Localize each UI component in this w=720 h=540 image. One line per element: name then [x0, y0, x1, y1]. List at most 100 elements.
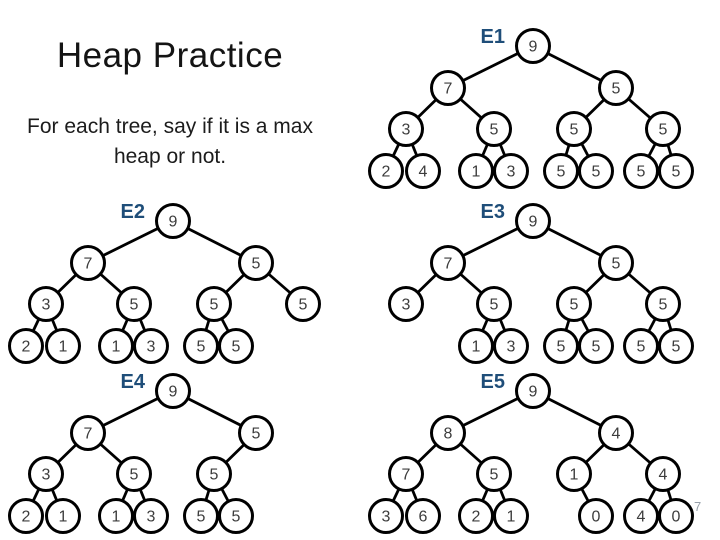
tree-node — [493, 328, 529, 364]
tree-node — [28, 456, 64, 492]
tree-e3-label: E3 — [480, 201, 505, 223]
tree-node — [388, 111, 424, 147]
tree-node-value: 4 — [637, 509, 646, 526]
tree-node-value: 1 — [507, 509, 516, 526]
tree-node-value: 5 — [672, 164, 681, 181]
tree-node — [218, 328, 254, 364]
tree-node — [493, 498, 529, 534]
tree-node — [388, 286, 424, 322]
tree-node-value: 5 — [130, 467, 139, 484]
tree-node — [515, 28, 551, 64]
tree-node-value: 3 — [42, 297, 51, 314]
tree-node-value: 3 — [382, 509, 391, 526]
tree-node — [623, 153, 659, 189]
tree-node-value: 5 — [210, 467, 219, 484]
tree-node — [70, 415, 106, 451]
tree-node-value: 5 — [612, 256, 621, 273]
tree-node — [430, 245, 466, 281]
slide-title: Heap Practice — [56, 36, 284, 75]
tree-node-value: 1 — [59, 509, 68, 526]
tree-node-value: 9 — [169, 214, 178, 231]
tree-node — [133, 498, 169, 534]
tree-node — [8, 498, 44, 534]
tree-node — [45, 498, 81, 534]
tree-node-value: 3 — [147, 509, 156, 526]
tree-node — [598, 70, 634, 106]
tree-node-value: 5 — [557, 164, 566, 181]
tree-node — [368, 153, 404, 189]
tree-node — [543, 153, 579, 189]
tree-node-value: 1 — [570, 467, 579, 484]
tree-node — [556, 286, 592, 322]
tree-node — [645, 456, 681, 492]
tree-node-value: 1 — [112, 509, 121, 526]
tree-node-value: 3 — [402, 297, 411, 314]
tree-node-value: 2 — [22, 339, 31, 356]
tree-node — [578, 328, 614, 364]
tree-node-value: 0 — [672, 509, 681, 526]
tree-node-value: 7 — [84, 426, 93, 443]
tree-node-value: 5 — [637, 164, 646, 181]
tree-node — [645, 286, 681, 322]
tree-node-value: 2 — [382, 164, 391, 181]
tree-node-value: 5 — [490, 467, 499, 484]
tree-node — [476, 111, 512, 147]
tree-node-value: 5 — [197, 339, 206, 356]
tree-node — [623, 498, 659, 534]
tree-node — [218, 498, 254, 534]
tree-node — [578, 498, 614, 534]
tree-node-value: 5 — [210, 297, 219, 314]
tree-node-value: 1 — [59, 339, 68, 356]
tree-node — [98, 328, 134, 364]
tree-e1-label: E1 — [480, 26, 505, 48]
tree-node — [368, 498, 404, 534]
tree-node — [70, 245, 106, 281]
tree-node-value: 5 — [592, 164, 601, 181]
tree-node — [658, 498, 694, 534]
tree-node — [430, 415, 466, 451]
tree-node-value: 5 — [570, 297, 579, 314]
tree-node — [515, 203, 551, 239]
tree-node-value: 5 — [659, 122, 668, 139]
slide-subtitle: For each tree, say if it is a max heap o… — [27, 115, 313, 169]
tree-node-value: 5 — [299, 297, 308, 314]
tree-node-value: 8 — [444, 426, 453, 443]
tree-node — [388, 456, 424, 492]
tree-node — [658, 153, 694, 189]
tree-node — [658, 328, 694, 364]
tree-node — [430, 70, 466, 106]
tree-node-value: 1 — [112, 339, 121, 356]
tree-node-value: 4 — [419, 164, 428, 181]
tree-node-value: 9 — [529, 214, 538, 231]
tree-node — [196, 286, 232, 322]
tree-node-value: 7 — [444, 256, 453, 273]
tree-node-value: 9 — [169, 384, 178, 401]
tree-node-value: 2 — [472, 509, 481, 526]
tree-node — [285, 286, 321, 322]
tree-node — [405, 153, 441, 189]
tree-node-value: 9 — [529, 39, 538, 56]
tree-node — [183, 328, 219, 364]
tree-node-value: 5 — [232, 339, 241, 356]
tree-node — [405, 498, 441, 534]
tree-node — [515, 373, 551, 409]
tree-node-value: 1 — [472, 339, 481, 356]
tree-node-value: 5 — [570, 122, 579, 139]
tree-node — [543, 328, 579, 364]
tree-e4-label: E4 — [120, 371, 145, 393]
tree-node-value: 4 — [612, 426, 621, 443]
tree-node — [458, 153, 494, 189]
tree-node-value: 5 — [659, 297, 668, 314]
tree-node-value: 3 — [507, 164, 516, 181]
tree-node-value: 5 — [490, 122, 499, 139]
tree-node — [133, 328, 169, 364]
tree-node-value: 5 — [672, 339, 681, 356]
tree-node — [238, 415, 274, 451]
